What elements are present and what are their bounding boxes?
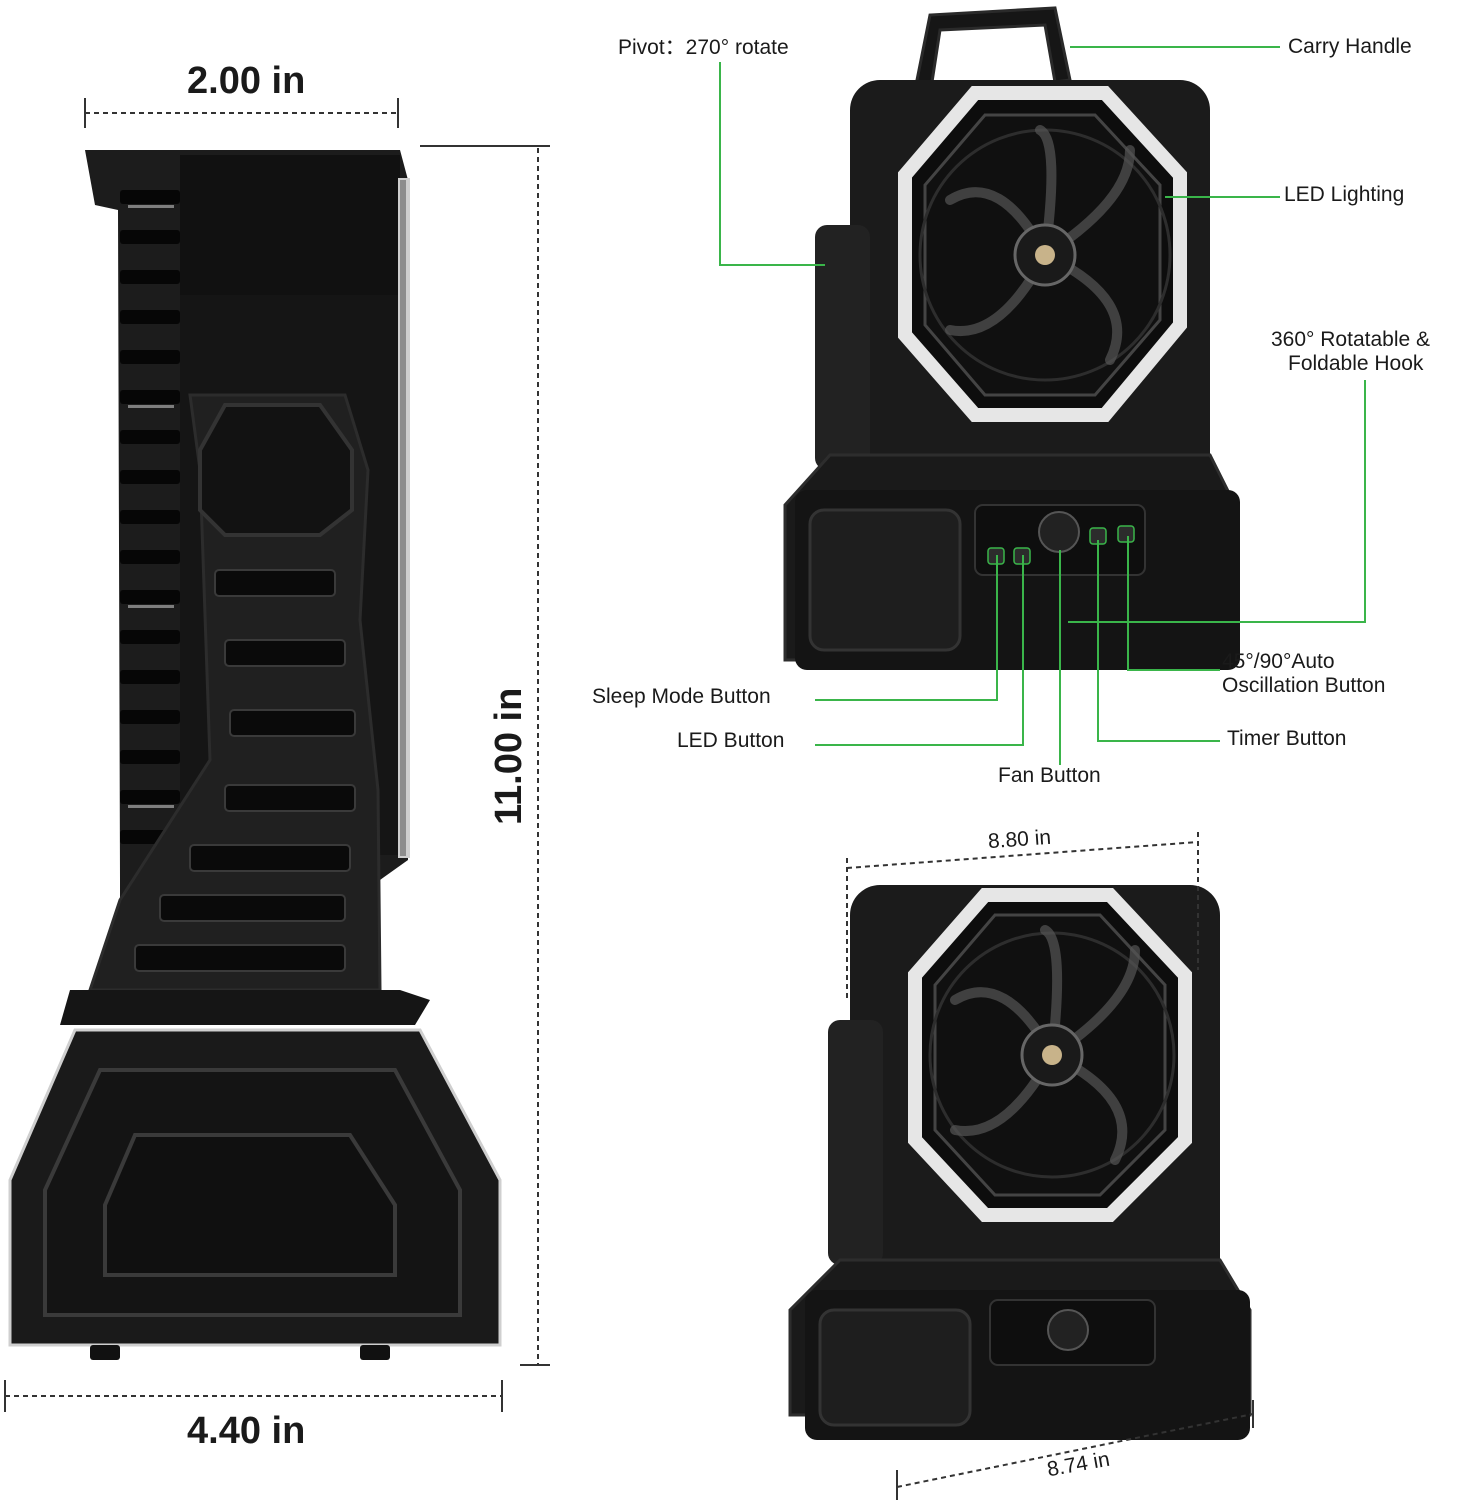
led-lighting-callout: LED Lighting	[1284, 183, 1405, 206]
side-view-fan	[8, 150, 502, 1360]
dimension-lines-right	[846, 832, 1254, 1500]
hook-callout-line1: 360° Rotatable &	[1271, 328, 1431, 351]
hook-callout-line2: Foldable Hook	[1288, 352, 1424, 375]
depth-dimension-label: 2.00 in	[187, 60, 306, 102]
width-dimension-label: 8.80 in	[987, 825, 1052, 854]
oscillation-callout-line1: 45°/90°Auto	[1222, 650, 1335, 673]
led-button-callout: LED Button	[677, 729, 785, 752]
base-depth-dimension-label: 4.40 in	[187, 1410, 306, 1452]
height-dimension-label: 11.00 in	[488, 687, 530, 825]
fan-button-callout: Fan Button	[998, 764, 1101, 787]
pivot-callout: Pivot：270° rotate	[618, 36, 789, 59]
timer-button-callout: Timer Button	[1227, 727, 1347, 750]
oscillation-callout-line2: Oscillation Button	[1222, 674, 1386, 697]
front-view-fan-top	[783, 6, 1240, 670]
front-view-fan-bottom	[788, 885, 1252, 1440]
carry-handle-callout: Carry Handle	[1288, 35, 1412, 58]
dimension-lines-left	[4, 98, 550, 1412]
callout-lines	[719, 46, 1366, 765]
sleep-mode-callout: Sleep Mode Button	[592, 685, 771, 708]
